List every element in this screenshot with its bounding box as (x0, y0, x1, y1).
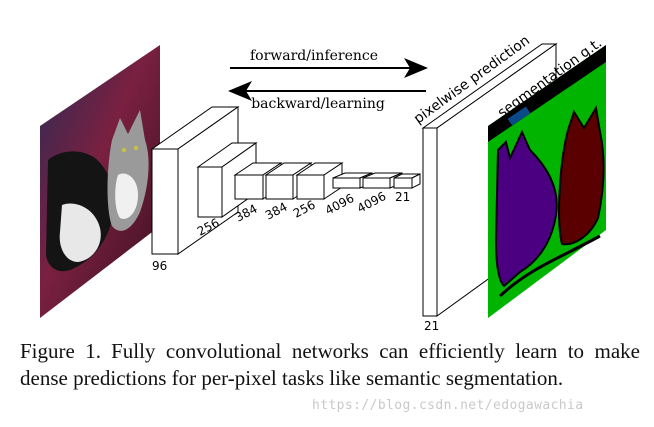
caption-text: Fully convolutional networks can efficie… (20, 339, 640, 390)
output-layer-label: 21 (424, 319, 439, 333)
segmentation-gt (488, 45, 606, 318)
watermark: https://blog.csdn.net/edogawachia (312, 398, 584, 413)
figure-caption: Figure 1.Fully convolutional networks ca… (20, 338, 640, 392)
figure-number: Figure 1. (20, 339, 102, 363)
layer-label-256b: 256 (291, 198, 318, 221)
forward-label: forward/inference (250, 48, 378, 64)
backward-label: backward/learning (251, 96, 385, 112)
layer-label-21: 21 (395, 190, 410, 204)
input-image (40, 45, 160, 318)
layer-label-96: 96 (152, 259, 167, 273)
conv-layers (150, 106, 421, 255)
layer-label-384b: 384 (263, 200, 290, 223)
box-21 (393, 173, 421, 189)
layer-label-4096b: 4096 (355, 189, 389, 216)
box-256b (295, 162, 344, 200)
